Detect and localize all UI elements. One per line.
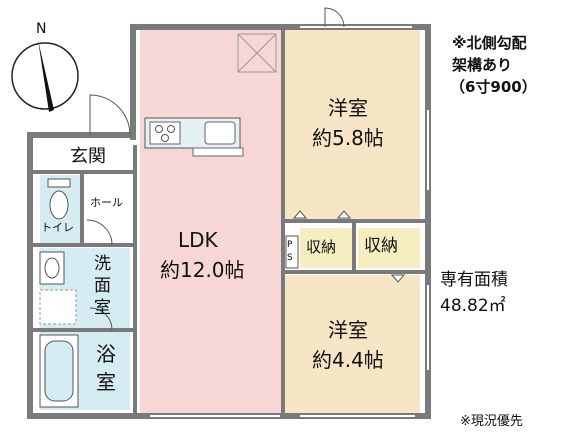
ldk-size: 約12.0帖 [160, 258, 245, 282]
storage-left-name: 収納 [306, 238, 337, 256]
kitchen-counter [144, 117, 244, 157]
bath-char-1: 浴 [96, 342, 116, 366]
roof-note-line2: 架構あり [452, 56, 513, 74]
pipe-space [285, 235, 299, 269]
ldk-area [140, 30, 283, 413]
pipe-space-s: S [287, 253, 293, 263]
washroom-char-2: 面 [94, 276, 111, 296]
entrance-name: 玄関 [70, 146, 106, 167]
area-label: 専有面積 [440, 270, 508, 290]
ldk-name: LDK [178, 228, 218, 252]
storage-right-area [358, 228, 420, 268]
bath-char-2: 室 [96, 370, 116, 394]
area-value: 48.82㎡ [440, 296, 506, 316]
washbasin [39, 251, 65, 285]
western-south-area [285, 275, 420, 413]
north-label: N [36, 21, 47, 37]
washroom-char-1: 洗 [94, 254, 111, 274]
roof-note-line1: ※北側勾配 [452, 34, 527, 52]
disclaimer: ※現況優先 [460, 414, 523, 429]
toilet-fixture [47, 178, 71, 220]
western-south-size: 約4.4帖 [312, 348, 384, 372]
storage-left-area [300, 228, 352, 268]
compass-icon [11, 40, 79, 112]
pipe-space-p: P [287, 240, 293, 250]
storage-right-name: 収納 [364, 236, 398, 256]
bathtub [39, 334, 79, 408]
western-south-name: 洋室 [328, 318, 368, 342]
washroom-char-3: 室 [94, 298, 111, 318]
skylight-mark [237, 33, 277, 73]
western-north-size: 約5.8帖 [312, 126, 384, 150]
western-north-name: 洋室 [328, 96, 368, 120]
hall-name: ホール [90, 196, 123, 209]
washer-pan [39, 289, 77, 325]
roof-note-line3: （6寸900） [450, 78, 537, 96]
western-north-area [285, 30, 420, 220]
toilet-name: トイレ [41, 221, 74, 234]
